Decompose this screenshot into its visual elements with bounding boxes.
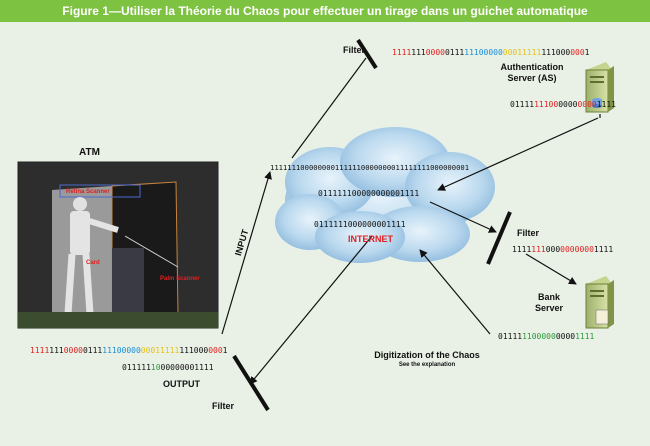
bit-segment: 000 [545,245,561,254]
bit-segment: 1100000 [522,332,556,341]
filter-bar-right [486,211,512,265]
bits-cloud-top: 1111111000000001111110000000011111111000… [270,163,469,172]
bit-segment: 0000 [558,100,578,109]
bit-segment: 000 [570,48,585,57]
bit-segment: 1111 [30,346,50,355]
diagram-canvas: Retina Scanner Card Palm Scanner ATM INP… [0,22,650,446]
bits-digitization: 01111110000000001111 [498,332,594,341]
bit-segment: 1111111000000001111110000000011111111000… [270,163,470,172]
bit-segment: 0111111000000001111 [314,220,406,229]
bits-right-filter: 111111100000000001111 [512,245,613,254]
bank-server-label-line-2: Server [534,303,564,313]
authentication-server-icon [585,62,614,113]
filter-bar-top [356,38,378,70]
bit-segment: 111 [49,346,64,355]
bits-cloud-low: 0111111000000001111 [314,220,406,229]
bit-segment: 10 [150,363,161,372]
filter-label-bottom: Filter [212,401,235,411]
bit-segment: 11100 [534,100,559,109]
bank-server-icon [585,276,614,329]
bit-segment: 111000 [541,48,571,57]
retina-scanner-label: Retina Scanner [66,189,110,195]
bit-segment: 111000 [179,346,209,355]
filter-label-right: Filter [517,228,540,238]
bit-segment: 0000 [555,332,576,341]
bit-segment: 1111 [593,245,614,254]
bits-top-long: 1111111000001111110000000011111111000000… [392,48,590,57]
bit-segment: 1 [222,346,228,355]
bit-segment: 01111 [510,100,535,109]
digitization-subtitle: See the explanation [398,362,456,368]
bit-segment: 1111 [596,100,616,109]
flow-arrows [221,57,601,385]
bit-segment: 01111 [498,332,523,341]
bit-segment: 0111 [444,48,465,57]
atm-label: ATM [79,147,100,158]
palm-scanner-label: Palm Scanner [160,276,200,282]
internet-cloud [275,127,495,263]
bit-segment: 11100000 [464,48,503,57]
authentication-server-label: Authentication Server (AS) [492,62,572,84]
bits-bottom-short: 0111111000000001111 [122,363,214,372]
bits-bottom-long: 1111111000001111110000000011111111000000… [30,346,228,355]
bit-segment: 1111 [392,48,412,57]
bank-server-label: Bank Server [524,292,574,314]
bit-segment: 0000 [577,100,597,109]
bit-segment: 00011111 [502,48,542,57]
authentication-server-label-line-2: Server (AS) [507,73,557,83]
bit-segment: 111 [411,48,426,57]
bit-segment: 00011111 [140,346,180,355]
diagram-graphics [17,38,614,412]
filter-label-top: Filter [343,45,366,55]
bit-segment: 1111 [194,363,214,372]
authentication-server-label-line-1: Authentication [500,62,564,72]
bit-segment: 11100000 [102,346,141,355]
bits-as-output: 0111111100000000001111 [510,100,616,109]
internet-label: INTERNET [348,234,393,244]
bit-segment: 1 [584,48,590,57]
bit-segment: 0000000 [560,245,594,254]
bit-segment: 1111 [575,332,595,341]
bit-segment: 011111 [122,363,151,372]
figure-title: Figure 1—Utiliser la Théorie du Chaos po… [0,0,650,22]
bit-segment: 011111100000000001111 [318,189,420,198]
atm-photo [17,161,219,329]
bit-segment: 0000 [425,48,445,57]
output-label: OUTPUT [163,379,200,389]
bit-segment: 000 [208,346,223,355]
bank-server-label-line-1: Bank [537,292,560,302]
bit-segment: 0000000 [160,363,195,372]
bit-segment: 0000 [63,346,83,355]
bits-cloud-mid: 011111100000000001111 [318,189,419,198]
bit-segment: 0111 [82,346,103,355]
bit-segment: 1111 [512,245,532,254]
card-label: Card [86,260,100,266]
digitization-title: Digitization of the Chaos [374,350,480,360]
bit-segment: 111 [531,245,546,254]
